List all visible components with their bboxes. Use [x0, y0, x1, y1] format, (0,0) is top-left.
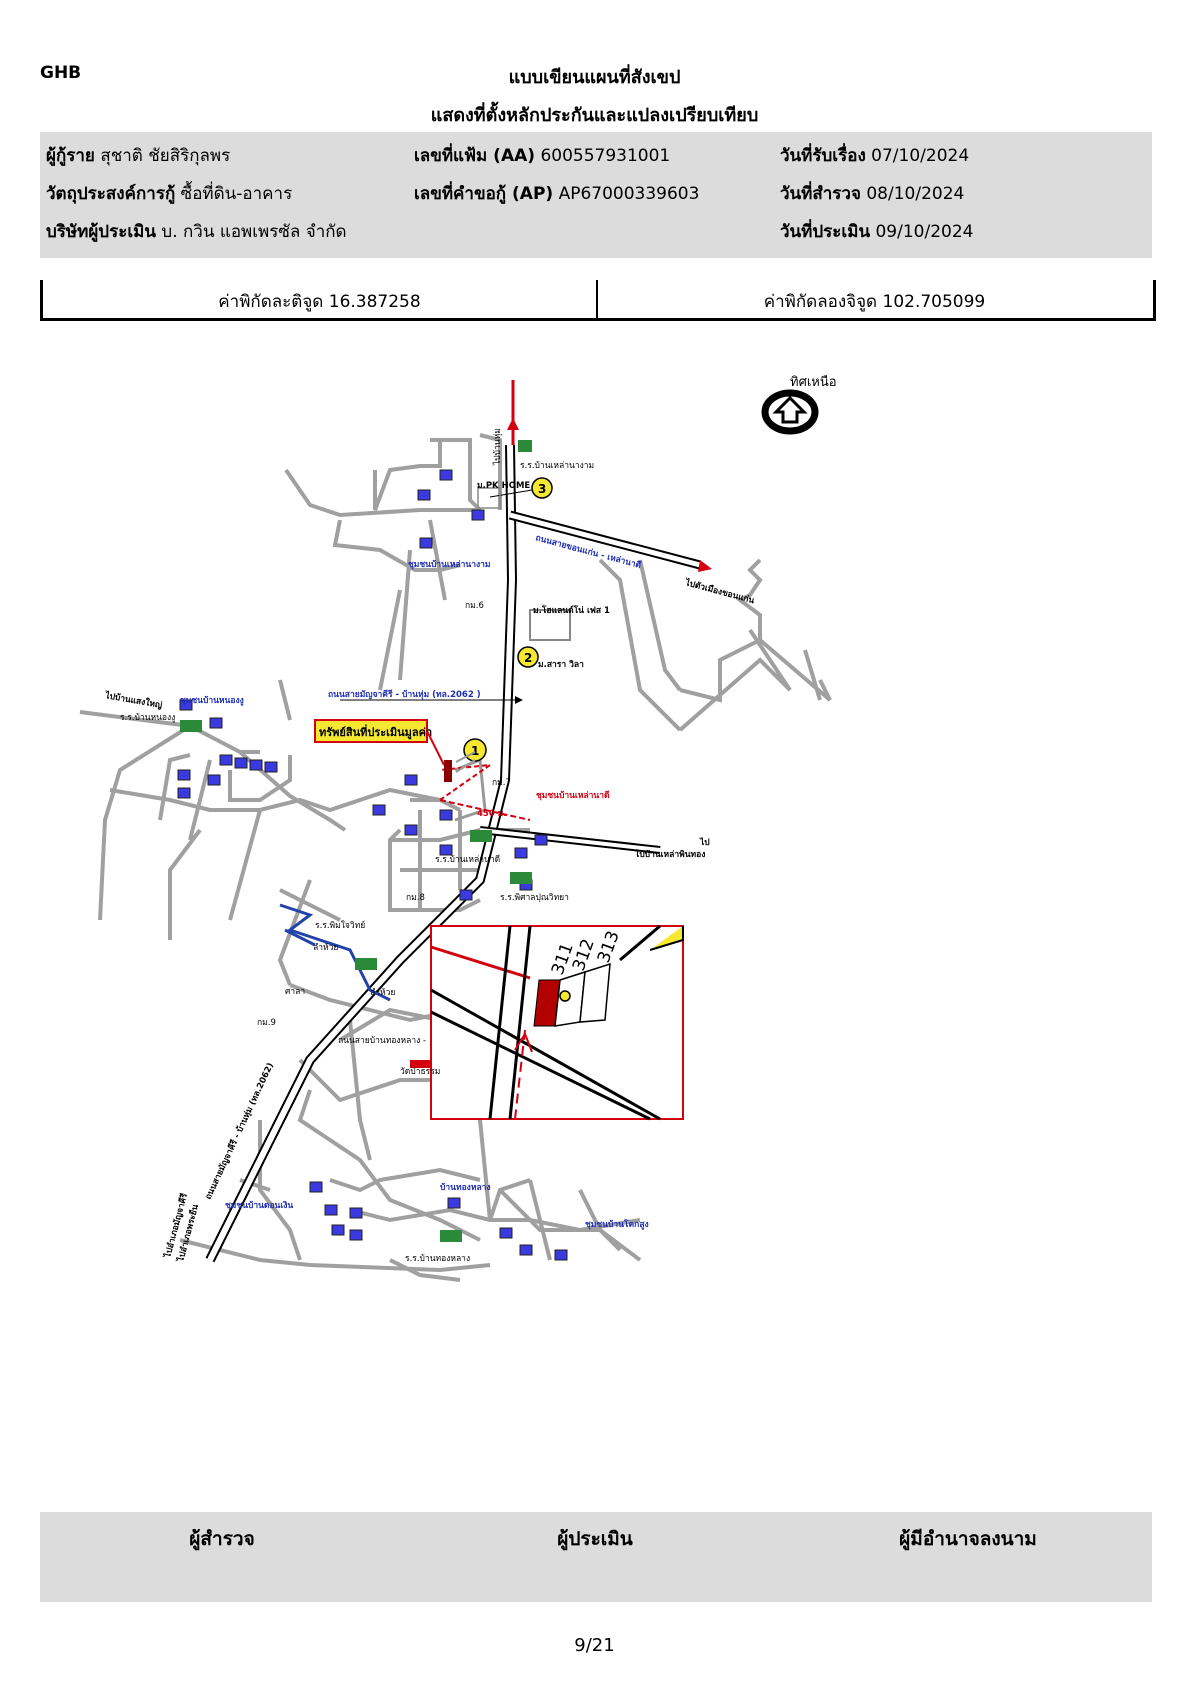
label-km9: กม.9 — [257, 1018, 276, 1028]
distance-line — [439, 763, 494, 801]
label-km6: กม.6 — [465, 601, 484, 611]
label-road-manchakhiri: ถนนสายมัญจาคีรี - บ้านหุ่ม (ทล.2062 ) — [328, 689, 481, 700]
label-sara-villa: ม.สารา วิลา — [538, 659, 584, 670]
company-label: บริษัทผู้ประเมิน — [46, 222, 156, 242]
label-school-nong-ngu: ร.ร.บ้านหนองงู — [120, 712, 175, 723]
label-community-don-ngoen: ชุมชนบ้านดอนเงิน — [225, 1200, 293, 1211]
sketch-map: ทิศเหนือ — [79, 374, 837, 1282]
school-icons — [180, 440, 532, 1242]
label-to-ban-saeng-yai: ไปบ้านแสงใหญ่ — [103, 690, 162, 711]
purpose-row: วัตถุประสงค์การกู้ ซื้อที่ดิน-อาคาร — [46, 180, 292, 207]
svg-text:3: 3 — [538, 482, 546, 496]
label-lam-huai-1: ลำห้วย — [313, 942, 338, 953]
request-no-value: AP67000339603 — [558, 184, 700, 204]
label-school-lao-na-ngam: ร.ร.บ้านเหล่านางาม — [520, 460, 594, 471]
longitude-text: ค่าพิกัดลองจิจูด 102.705099 — [763, 292, 986, 312]
page-number: 9/21 — [574, 1635, 615, 1656]
label-road-vertical: ถนนสายมัญจาคีรี - บ้านหุ่ม (ทล.2062) — [203, 1061, 276, 1201]
house-icons — [177, 469, 568, 1261]
svg-text:2: 2 — [524, 651, 532, 665]
svg-text:ทรัพย์สินที่ประเมินมูลค่า: ทรัพย์สินที่ประเมินมูลค่า — [319, 724, 432, 740]
property-parcel — [444, 760, 452, 782]
label-450m: 450 ม. — [477, 809, 507, 819]
purpose-value: ซื้อที่ดิน-อาคาร — [180, 184, 293, 204]
label-to-short: ไป — [699, 837, 710, 848]
surveyor-label: ผู้สำรวจ — [189, 1528, 255, 1550]
signature-panel — [40, 1512, 1152, 1602]
borrower-row: ผู้กู้ราย สุชาติ ชัยสิริกุลพร — [46, 142, 230, 169]
highway-2062 — [205, 444, 702, 1263]
received-date-label: วันที่รับเรื่อง — [780, 146, 866, 166]
label-school-phisan: ร.ร.พิศาลปุณวิทยา — [500, 893, 569, 903]
company-value: บ. กวิน แอพเพรซัล จำกัด — [161, 222, 347, 242]
info-panel: ผู้กู้ราย สุชาติ ชัยสิริกุลพร วัตถุประสง… — [40, 132, 1152, 258]
received-date-value: 07/10/2024 — [871, 146, 970, 166]
purpose-label: วัตถุประสงค์การกู้ — [46, 184, 176, 204]
request-no-label: เลขที่คำขอกู้ (AP) — [414, 184, 554, 204]
marker-2: 2 — [517, 646, 539, 668]
label-community-nong-ngu: ชุมชนบ้านหนองงู — [180, 695, 244, 706]
marker-1: 1 — [463, 738, 487, 762]
svg-text:1: 1 — [471, 744, 479, 758]
label-school-phim-jai: ร.ร.พิมใจวิทย์ — [315, 920, 365, 931]
label-school-lao-na-di: ร.ร.บ้านเหล่านาดี — [435, 854, 500, 865]
file-no-value: 600557931001 — [540, 146, 671, 166]
label-community-lao-na-ngam: ชุมชนบ้านเหล่านางาม — [408, 559, 491, 570]
page-subtitle: แสดงที่ตั้งหลักประกันและแปลงเปรียบเทียบ — [430, 105, 759, 126]
borrower-label: ผู้กู้ราย — [46, 146, 95, 166]
authorized-signer-label: ผู้มีอำนาจลงนาม — [899, 1528, 1037, 1550]
latitude-text: ค่าพิกัดละติจูด 16.387258 — [218, 292, 421, 312]
file-no-row: เลขที่แฟ้ม (AA) 600557931001 — [414, 142, 670, 169]
marker-3: 3 — [489, 477, 553, 499]
stream — [279, 903, 391, 1002]
survey-date-label: วันที่สำรวจ — [780, 184, 861, 204]
brand-label: GHB — [40, 63, 82, 83]
coordinates-box — [40, 280, 1156, 321]
label-km8: กม.8 — [406, 893, 425, 903]
appraiser-label: ผู้ประเมิน — [557, 1528, 633, 1550]
survey-date-value: 08/10/2024 — [866, 184, 965, 204]
label-to-khonkaen: ไปตัวเมืองขอนแก่น — [683, 577, 755, 606]
request-no-row: เลขที่คำขอกู้ (AP) AP67000339603 — [414, 180, 699, 207]
label-lam-huai-2: ลำห้วย — [370, 987, 395, 998]
survey-date-row: วันที่สำรวจ 08/10/2024 — [780, 180, 964, 207]
label-school-thong-lang: ร.ร.บ้านทองหลาง — [405, 1253, 470, 1264]
north-arrow: ทิศเหนือ — [761, 374, 837, 435]
label-km7: กม.7 — [492, 778, 511, 788]
label-road-thong-lang: ถนนสายบ้านทองหลาง - — [338, 1035, 426, 1046]
label-to-ban-hum: ไปบ้านหุ่ม — [492, 428, 503, 466]
appraise-date-value: 09/10/2024 — [875, 222, 974, 242]
file-no-label: เลขที่แฟ้ม (AA) — [414, 146, 536, 166]
borrower-value: สุชาติ ชัยสิริกุลพร — [100, 146, 231, 166]
company-row: บริษัทผู้ประเมิน บ. กวิน แอพเพรซัล จำกัด — [46, 218, 347, 245]
appraise-date-label: วันที่ประเมิน — [780, 222, 871, 242]
page-title: แบบเขียนแผนที่สังเขป — [508, 67, 681, 88]
label-holland-phase1: ม.โฮแลนด์โน่ เฟส 1 — [533, 605, 610, 616]
label-pk-home: ม.PK HOME — [477, 481, 530, 491]
label-to-ban-lao-phin: ไปบ้านเหล่าพินทอง — [634, 849, 705, 860]
north-label: ทิศเหนือ — [790, 374, 837, 390]
label-ban-thong-lang: บ้านทองหลาง — [440, 1182, 491, 1193]
appraise-date-row: วันที่ประเมิน 09/10/2024 — [780, 218, 973, 245]
label-sala: ศาลา — [285, 987, 305, 997]
pk-home-block — [477, 487, 501, 509]
holland-phase-1-block — [529, 609, 571, 641]
label-community-khok-sung: ชุมชนบ้านโคกสูง — [585, 1219, 649, 1230]
appraised-property-callout: ทรัพย์สินที่ประเมินมูลค่า — [314, 719, 445, 766]
coordinates-divider — [596, 280, 598, 318]
inset-detail-map: 311 312 313 — [430, 924, 684, 1121]
received-date-row: วันที่รับเรื่อง 07/10/2024 — [780, 142, 969, 169]
label-wat-pa: วัดป่าธรรม — [400, 1067, 440, 1077]
label-community-lao-na-di: ชุมชนบ้านเหล่านาดี — [536, 790, 610, 801]
